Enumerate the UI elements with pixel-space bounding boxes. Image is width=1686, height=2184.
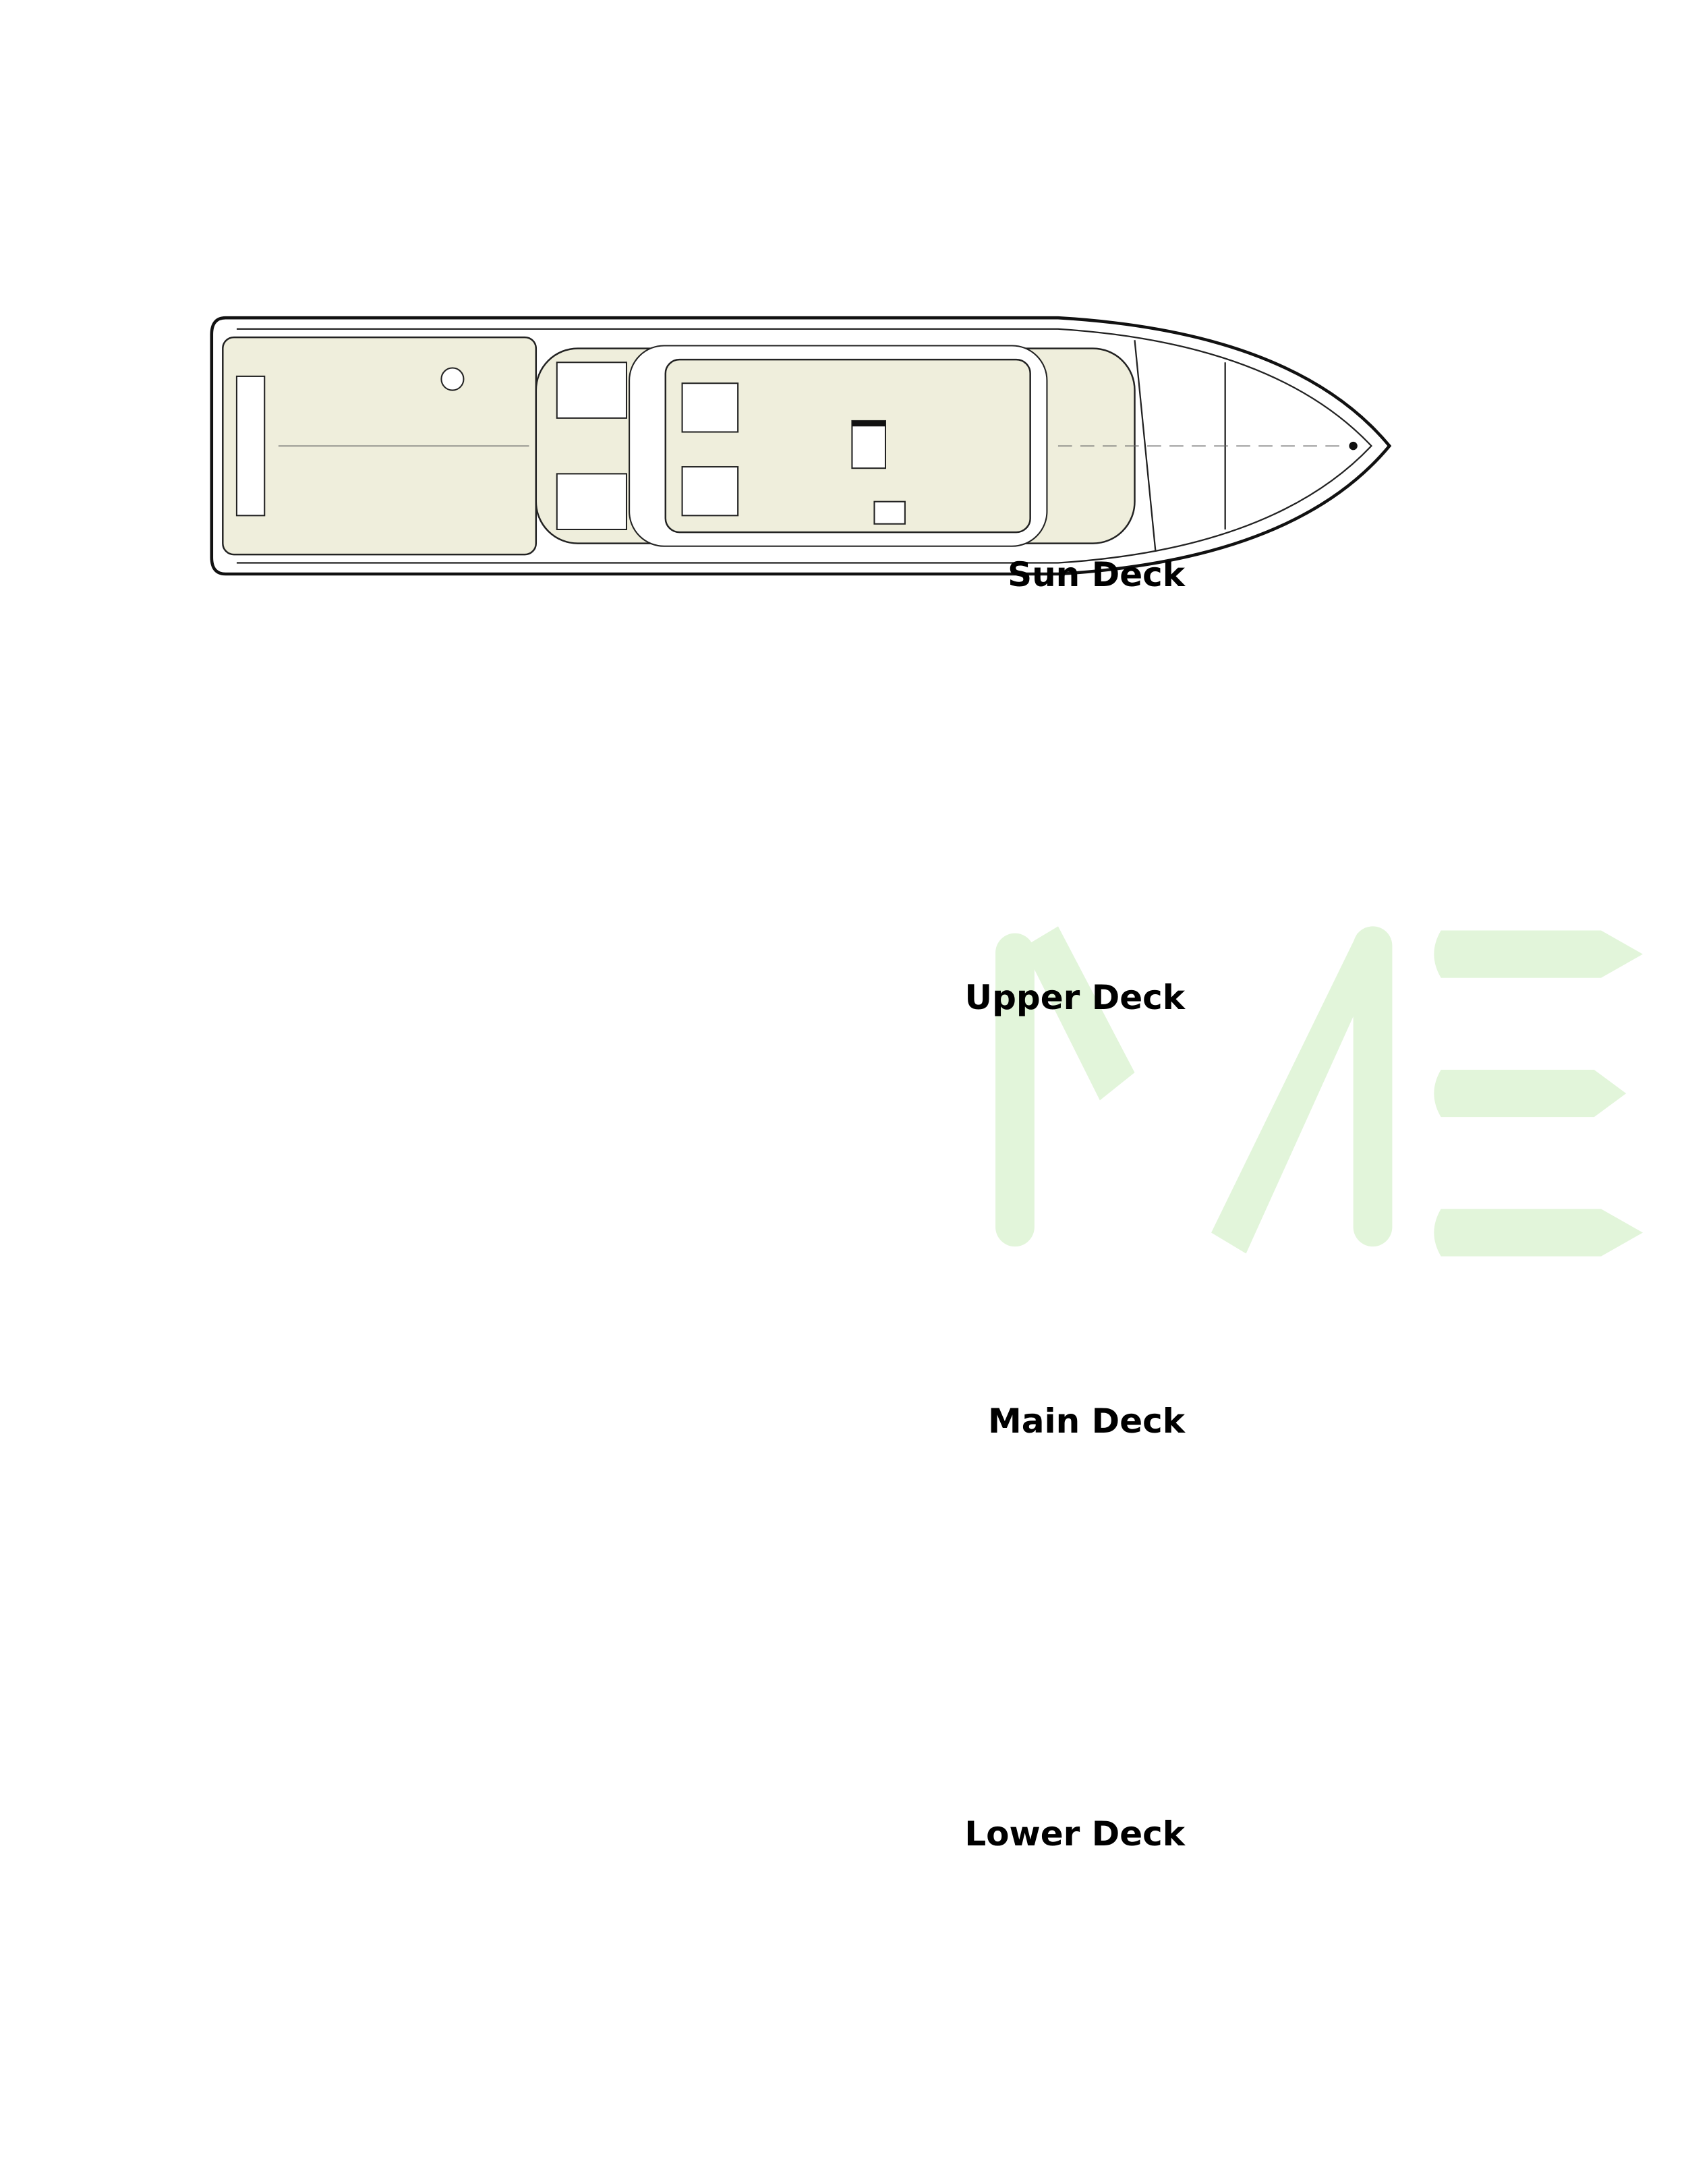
sun-deck-plan	[212, 318, 1389, 574]
deck-label-main: Main Deck	[988, 1402, 1185, 1441]
watermark-logo	[995, 926, 1644, 1257]
deck-label-upper: Upper Deck	[964, 978, 1185, 1017]
deck-label-lower: Lower Deck	[964, 1814, 1185, 1853]
deck-label-sun: Sun Deck	[1008, 555, 1185, 594]
